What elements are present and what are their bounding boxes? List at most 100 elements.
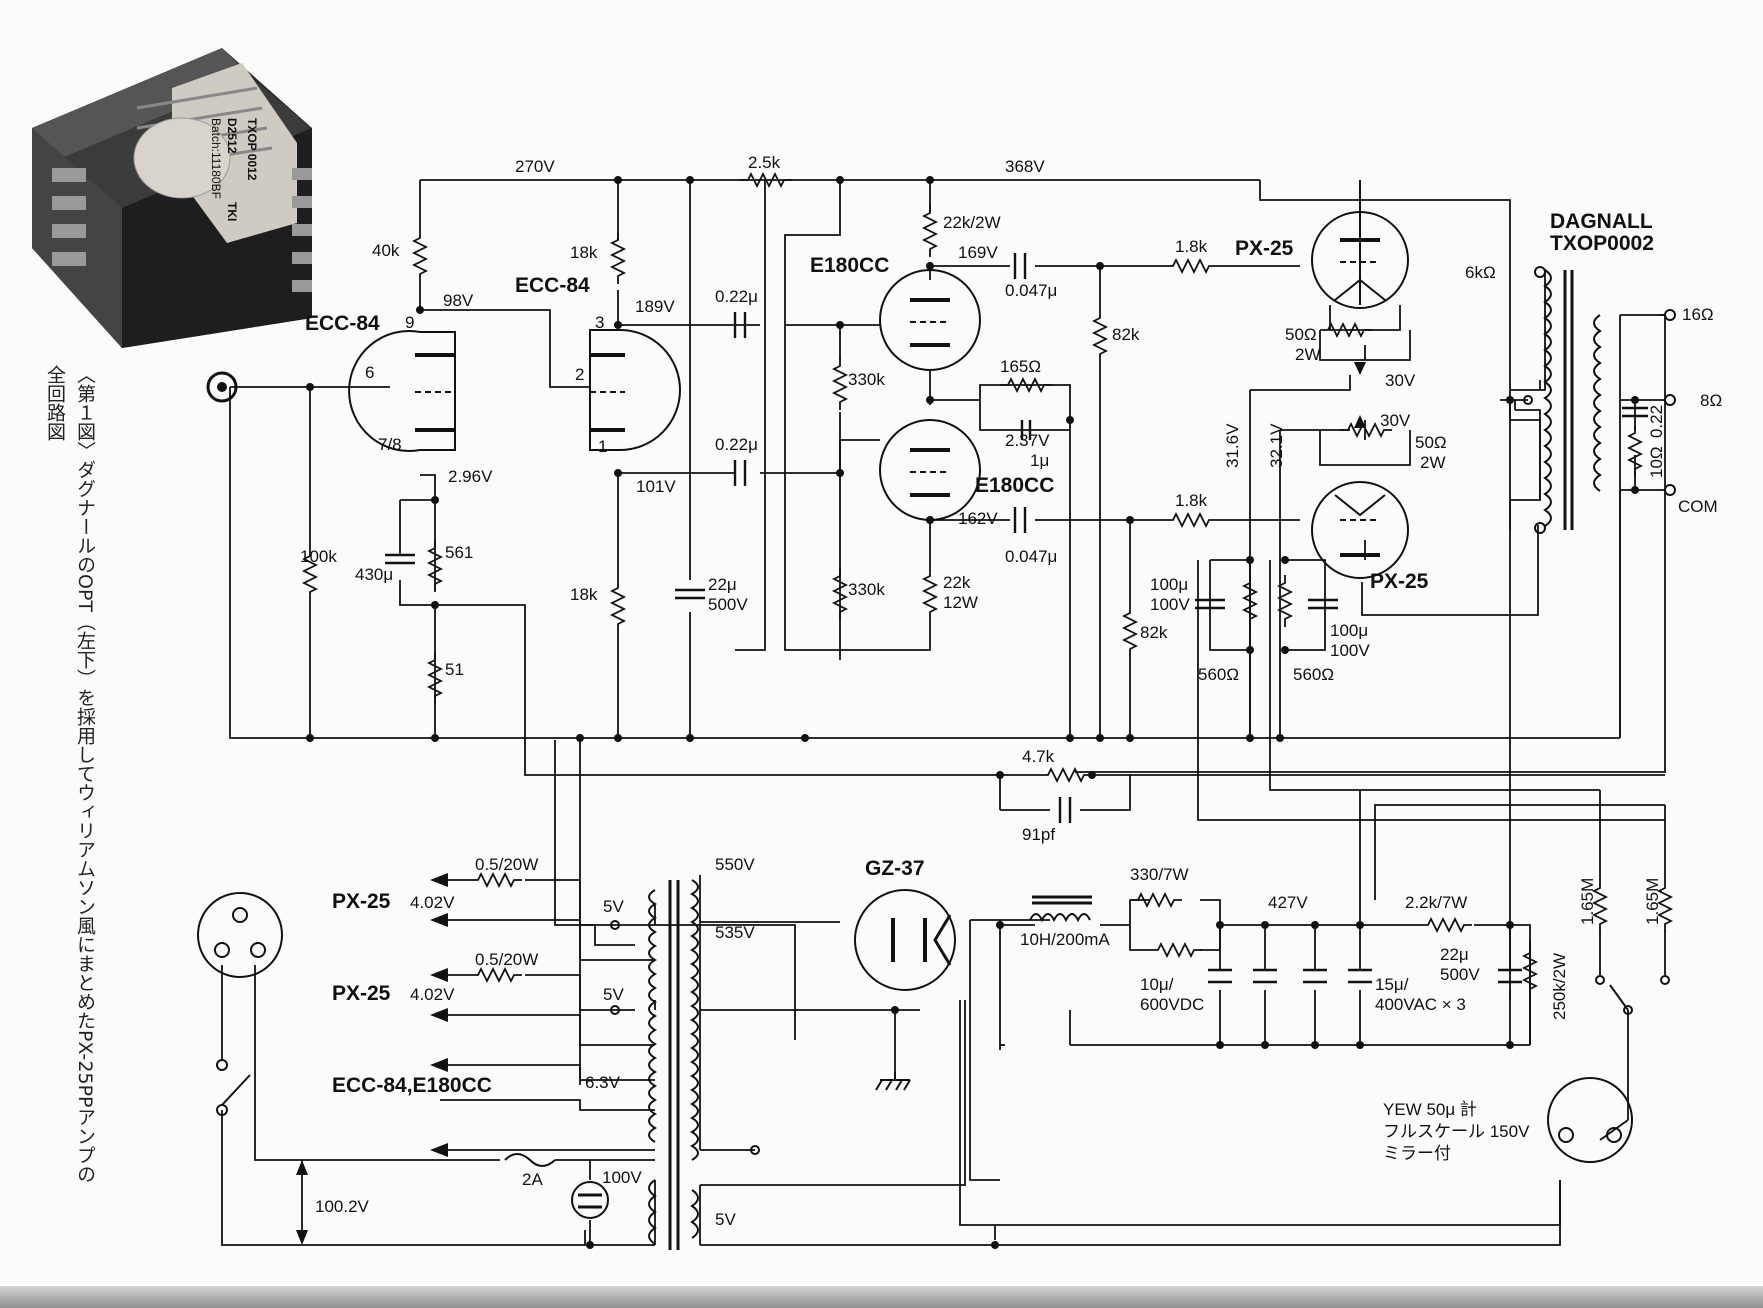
res-51: 51: [445, 660, 464, 679]
res-k-a-560: 560Ω: [1198, 665, 1239, 684]
res-18k-b: 18k: [570, 585, 598, 604]
res-1-8k-a: 1.8k: [1175, 237, 1208, 256]
label-ecc84-v2: ECC-84: [515, 274, 590, 297]
res-18k-a: 18k: [570, 243, 598, 262]
label-heater-px25-a: PX-25: [332, 890, 391, 913]
ground-symbol: [875, 1072, 911, 1091]
opt-zobel-c: 0.22: [1647, 405, 1666, 438]
wind-5v-a: 5V: [603, 897, 624, 916]
res-330k-a: 330k: [848, 370, 885, 389]
terminals: [610, 395, 1533, 1155]
meter: [1547, 975, 1670, 1163]
label-e180cc-v4: E180CC: [975, 474, 1054, 497]
component-labels: 270V 368V 2.5k 40k 98V 9 6 7/8 2.96V 100…: [300, 153, 1722, 1229]
tube-envelopes: [348, 211, 1409, 991]
photo-label-code: D2512: [225, 118, 239, 154]
pot-a-2w: 2W: [1295, 345, 1321, 364]
label-heater-px25-b: PX-25: [332, 982, 391, 1005]
volt-270: 270V: [515, 157, 555, 176]
cap-1u: 1μ: [1030, 451, 1049, 470]
choke-10h: 10H/200mA: [1020, 930, 1110, 949]
label-px25-out1: PX-25: [1235, 237, 1294, 260]
opt-primary-6k: 6kΩ: [1465, 263, 1496, 282]
volt-427: 427V: [1268, 893, 1308, 912]
caption-line-1: 〈第１図〉ダグナールのOPT（左下）を採用してウィリアムソン風にまとめたPX-2…: [74, 365, 96, 1184]
cap-k-a-100u: 100μ: [1150, 575, 1188, 594]
res-22k-2w: 22k/2W: [943, 213, 1001, 232]
neon-100v: 100V: [602, 1168, 642, 1187]
cap-15u-b: 400VAC × 3: [1375, 995, 1466, 1014]
wind-6-3v: 6.3V: [585, 1073, 621, 1092]
meter-text-b: フルスケール 150V: [1383, 1122, 1530, 1141]
wires: [221, 179, 1666, 1246]
res-82k-a: 82k: [1112, 325, 1140, 344]
input-jack: [206, 371, 238, 403]
res-22k-12w-b: 12W: [943, 593, 978, 612]
label-gz37: GZ-37: [865, 857, 925, 880]
tube-electrodes: [415, 238, 1380, 962]
cap-0-047u-b: 0.047μ: [1005, 547, 1057, 566]
volt-31-6: 31.6V: [1223, 423, 1242, 468]
cap-0-22u-b: 0.22μ: [715, 435, 758, 454]
transformer-photo: TXOP 0012 D2512 Batch:11180BF TKI: [32, 48, 312, 348]
res-561: 561: [445, 543, 473, 562]
volt-98: 98V: [443, 291, 474, 310]
volt-2-96: 2.96V: [448, 467, 493, 486]
page-bottom-edge: [0, 1286, 1763, 1308]
res-2-5k: 2.5k: [748, 153, 781, 172]
mains-100-2v: 100.2V: [315, 1197, 370, 1216]
cap-15u-a: 15μ/: [1375, 975, 1409, 994]
pin-3: 3: [595, 313, 604, 332]
photo-label-batch: Batch:11180BF: [209, 118, 223, 199]
wind-550v: 550V: [715, 855, 755, 874]
ac-inlet: [197, 892, 283, 1116]
cap-22u-ps-b: 500V: [1440, 965, 1480, 984]
power-transformer: [648, 879, 699, 1250]
res-2-2k-7w: 2.2k/7W: [1405, 893, 1467, 912]
capacitors: [385, 253, 1648, 984]
rotated-labels: 31.6V 32.1V 250k/2W 1.65M 1.65M 10Ω 0.22: [1223, 405, 1666, 1020]
res-165: 165Ω: [1000, 357, 1041, 376]
tube-labels: ECC-84 ECC-84 E180CC E180CC PX-25 PX-25 …: [305, 210, 1654, 1097]
label-px25-out2: PX-25: [1370, 570, 1429, 593]
res-250k-2w: 250k/2W: [1550, 953, 1569, 1020]
pin-2: 2: [575, 365, 584, 384]
cap-22u-500v-b: 500V: [708, 595, 748, 614]
photo-label-brand: TKI: [225, 202, 239, 221]
volt-2-37: 2.37V: [1005, 431, 1050, 450]
volt-162: 162V: [958, 509, 998, 528]
res-22k-12w-a: 22k: [943, 573, 971, 592]
volt-4-02-b: 4.02V: [410, 985, 455, 1004]
opt-com: COM: [1678, 497, 1718, 516]
neon-fuse: [504, 1153, 609, 1219]
cap-k-a-100v: 100V: [1150, 595, 1190, 614]
res-40k: 40k: [372, 241, 400, 260]
wind-5v-b: 5V: [603, 985, 624, 1004]
volt-32-1: 32.1V: [1267, 423, 1286, 468]
cap-0-22u-a: 0.22μ: [715, 287, 758, 306]
pot-b-50: 50Ω: [1415, 433, 1447, 452]
junctions: [306, 176, 1639, 1249]
volt-189: 189V: [635, 297, 675, 316]
volt-368: 368V: [1005, 157, 1045, 176]
cap-22u-500v-a: 22μ: [708, 575, 737, 594]
res-k-b-560: 560Ω: [1293, 665, 1334, 684]
cap-430u: 430μ: [355, 565, 393, 584]
wind-5v-rect: 5V: [715, 1210, 736, 1229]
fuse-2a: 2A: [522, 1170, 543, 1189]
volt-4-02-a: 4.02V: [410, 893, 455, 912]
filaments: [1334, 278, 1386, 517]
photo-label-model: TXOP 0012: [245, 118, 259, 181]
opt-zobel-r: 10Ω: [1647, 446, 1666, 478]
wind-535v: 535V: [715, 923, 755, 942]
cap-k-b-100v: 100V: [1330, 641, 1370, 660]
label-e180cc-v3: E180CC: [810, 254, 889, 277]
pin-6: 6: [365, 363, 374, 382]
meter-text-a: YEW 50μ 計: [1383, 1100, 1477, 1119]
cap-k-b-100u: 100μ: [1330, 621, 1368, 640]
opt-tap-8: 8Ω: [1700, 391, 1722, 410]
label-heater-ecc84: ECC-84,E180CC: [332, 1074, 492, 1097]
cap-22u-ps-a: 22μ: [1440, 945, 1469, 964]
